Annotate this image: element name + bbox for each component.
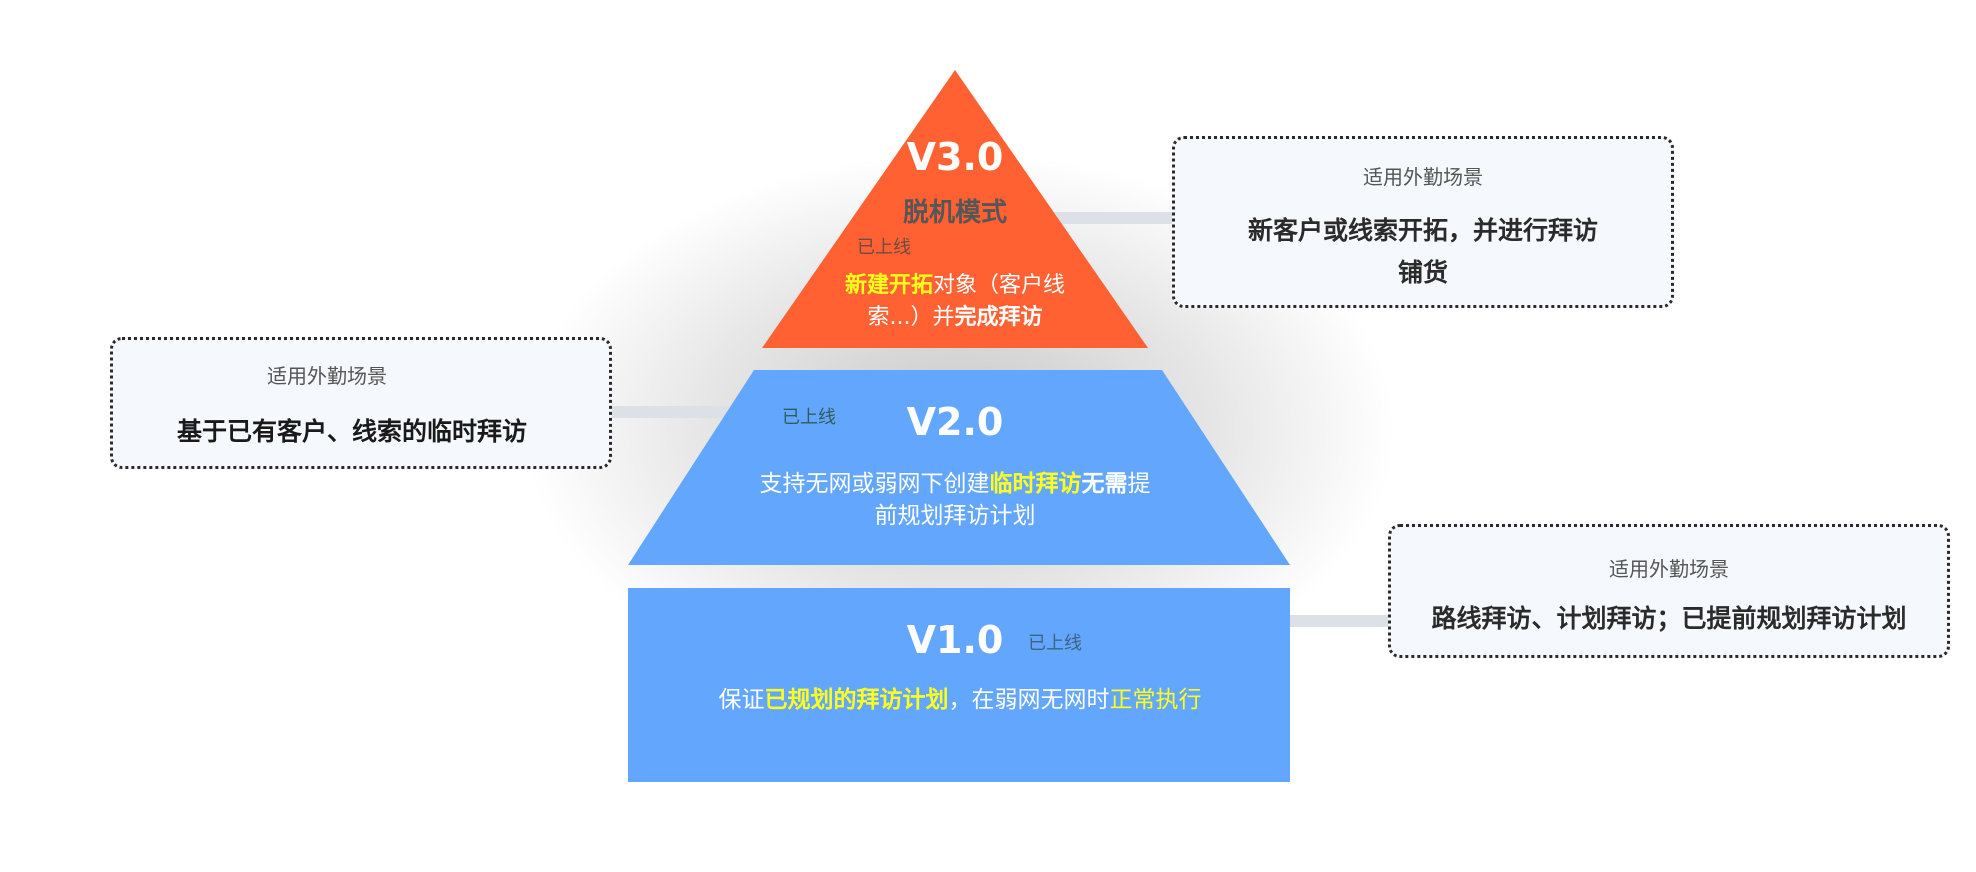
tier-v1-desc-highlight-planned: 已规划的拜访计划 bbox=[764, 687, 949, 713]
callout-left: 适用外勤场景 基于已有客户、线索的临时拜访 bbox=[110, 337, 612, 469]
callout-top-right-line1: 新客户或线索开拓，并进行拜访 bbox=[1247, 216, 1598, 245]
callout-bottom-right-line1: 路线拜访、计划拜访；已提前规划拜访计划 bbox=[1431, 604, 1907, 633]
tier-v1-desc-text-2: ，在弱网无网时 bbox=[948, 687, 1110, 713]
connector-left bbox=[610, 406, 760, 418]
callout-left-title: 适用外勤场景 bbox=[267, 364, 387, 388]
tier-v3-desc-highlight-complete: 完成拜访 bbox=[954, 305, 1043, 330]
tier-v3-description: 新建开拓对象（客户线索...）并完成拜访 bbox=[820, 270, 1090, 334]
callout-bottom-right-title: 适用外勤场景 bbox=[1609, 557, 1729, 581]
tier-v3-version: V3.0 bbox=[906, 135, 1004, 179]
tier-v3-triangle bbox=[762, 70, 1148, 348]
tier-v3-status: 已上线 bbox=[857, 237, 911, 258]
tier-v3-desc-text: 对象（客户线 bbox=[933, 273, 1066, 298]
tier-v1-desc-highlight-normal: 正常执行 bbox=[1109, 687, 1202, 713]
callout-left-line1: 基于已有客户、线索的临时拜访 bbox=[177, 417, 528, 446]
callout-top-right-title: 适用外勤场景 bbox=[1363, 165, 1483, 189]
tier-v1-status: 已上线 bbox=[1028, 633, 1082, 654]
tier-v2-desc-text-3: 前规划拜访计划 bbox=[874, 503, 1036, 529]
tier-v2-desc-highlight-no-need: 无需 bbox=[1081, 471, 1128, 497]
tier-v1-version: V1.0 bbox=[906, 618, 1004, 662]
tier-v1-desc-text: 保证 bbox=[718, 687, 765, 713]
tier-v3-mode: 脱机模式 bbox=[902, 198, 1007, 228]
tier-v2-desc-highlight-temp-visit: 临时拜访 bbox=[989, 471, 1082, 497]
callout-top-right: 适用外勤场景 新客户或线索开拓，并进行拜访 铺货 bbox=[1172, 136, 1674, 308]
tier-v2-trapezoid bbox=[628, 370, 1290, 565]
connector-top-right bbox=[1030, 212, 1172, 224]
callout-bottom-right: 适用外勤场景 路线拜访、计划拜访；已提前规划拜访计划 bbox=[1388, 524, 1950, 658]
tier-v2-version: V2.0 bbox=[906, 400, 1004, 444]
tier-v2-status: 已上线 bbox=[782, 407, 836, 428]
tier-v2-description: 支持无网或弱网下创建临时拜访无需提前规划拜访计划 bbox=[710, 468, 1200, 532]
connector-bottom-right bbox=[1268, 615, 1388, 627]
tier-v1-rectangle bbox=[628, 588, 1290, 782]
callout-top-right-line2: 铺货 bbox=[1397, 258, 1448, 287]
tier-v2-desc-text-2: 提 bbox=[1127, 471, 1151, 497]
tier-v3-desc-highlight-new: 新建开拓 bbox=[844, 273, 933, 298]
tier-v2-desc-text: 支持无网或弱网下创建 bbox=[759, 471, 990, 497]
tier-v3-desc-text-2: 索...）并 bbox=[867, 305, 955, 330]
tier-v1-description: 保证已规划的拜访计划，在弱网无网时正常执行 bbox=[640, 684, 1280, 716]
